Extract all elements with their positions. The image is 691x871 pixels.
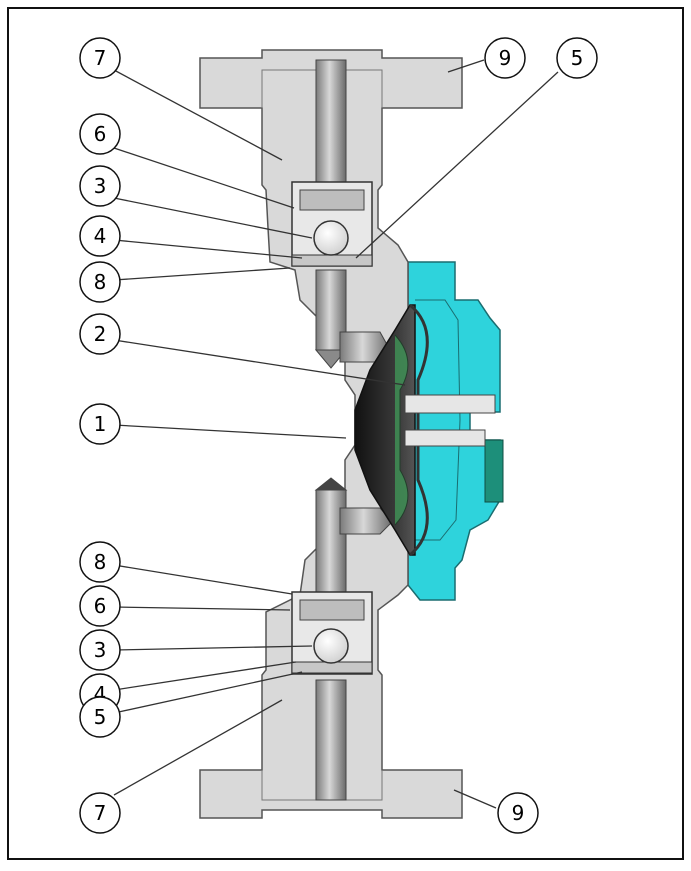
bottom-ball (313, 628, 349, 664)
svg-text:7: 7 (94, 46, 107, 70)
top-port-channel (315, 59, 347, 191)
callout-8-bottom: 8 (79, 541, 121, 583)
svg-text:3: 3 (94, 174, 107, 198)
piston-rod (404, 394, 496, 414)
svg-text:9: 9 (512, 801, 525, 825)
callout-9-top: 9 (484, 37, 526, 79)
svg-text:5: 5 (94, 705, 107, 729)
leader-lines (113, 59, 559, 809)
svg-text:3: 3 (94, 638, 107, 662)
svg-text:5: 5 (571, 46, 584, 70)
callout-9-bottom: 9 (497, 792, 539, 834)
callout-6-bottom: 6 (79, 585, 121, 627)
svg-text:8: 8 (94, 550, 107, 574)
callout-1: 1 (79, 403, 121, 445)
lower-inner-channel (315, 489, 347, 596)
callout-3-bottom: 3 (79, 629, 121, 671)
top-ball (313, 220, 349, 256)
svg-text:2: 2 (94, 322, 107, 346)
bottom-port-channel (315, 679, 347, 801)
svg-text:7: 7 (94, 801, 107, 825)
bottom-valve-cartridge (291, 591, 373, 675)
drive-gear (484, 439, 504, 503)
callout-5-top: 5 (556, 37, 598, 79)
callout-7-top: 7 (79, 37, 121, 79)
diaphragm-assembly (354, 303, 496, 557)
svg-text:4: 4 (94, 224, 107, 248)
lower-cross-channel (339, 507, 393, 535)
callout-2: 2 (79, 313, 121, 355)
svg-text:6: 6 (94, 122, 107, 146)
callout-3-top: 3 (79, 165, 121, 207)
svg-text:8: 8 (94, 270, 107, 294)
top-valve-cartridge (291, 181, 373, 267)
callout-4-top: 4 (79, 215, 121, 257)
callout-5-bottom: 5 (79, 696, 121, 738)
callout-6-top: 6 (79, 113, 121, 155)
callout-7-bottom: 7 (79, 792, 121, 834)
svg-text:9: 9 (499, 46, 512, 70)
svg-text:6: 6 (94, 594, 107, 618)
figure-border (7, 7, 684, 860)
svg-text:1: 1 (94, 412, 107, 436)
callout-layer: 7 9 5 6 3 4 8 2 (79, 37, 598, 834)
callout-8-top: 8 (79, 261, 121, 303)
